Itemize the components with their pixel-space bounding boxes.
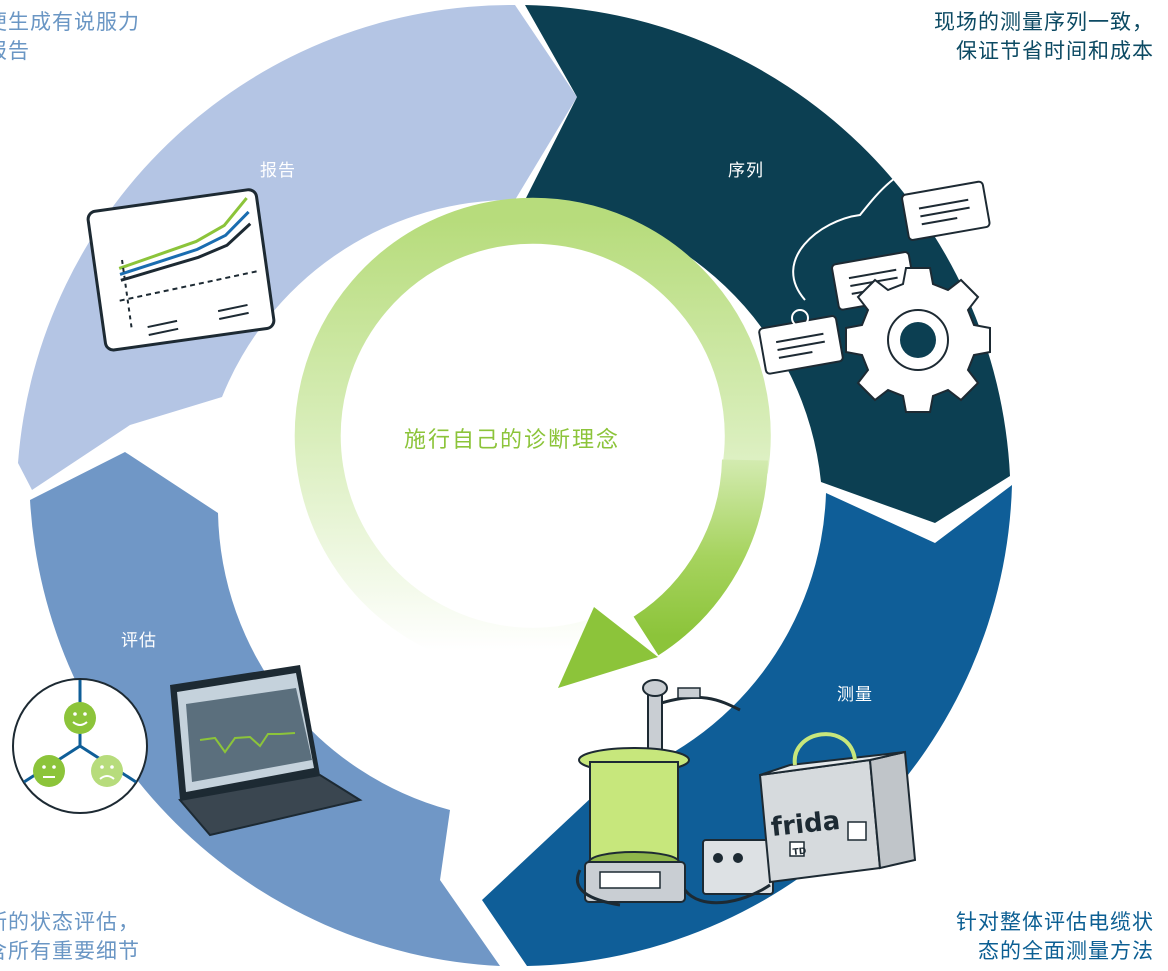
ring-segment-sequence	[525, 5, 1010, 523]
center-title: 施行自己的诊断理念	[403, 428, 621, 453]
center-cycle-arrow	[294, 197, 771, 688]
laptop-icon	[170, 665, 363, 837]
segment-label-report: 报告	[260, 161, 296, 181]
segment-label-sequence: 序列	[728, 161, 764, 181]
segment-label-measure: 测量	[837, 685, 873, 705]
caption-top-left: 便生成有说服力 报告	[0, 10, 140, 63]
segment-label-evaluate: 评估	[121, 631, 157, 651]
evaluation-smiley-icon	[12, 678, 148, 814]
caption-top-right: 现场的测量序列一致， 保证节省时间和成本	[934, 10, 1154, 63]
measurement-equipment-icon	[576, 679, 917, 907]
device-badge-label: TD	[792, 847, 807, 858]
gear-icon	[845, 267, 991, 413]
report-document-icon	[86, 188, 276, 352]
caption-bottom-right: 针对整体评估电缆状 态的全面测量方法	[956, 910, 1154, 963]
device-brand-label: frida	[770, 806, 842, 843]
ring-segment-report	[18, 4, 577, 490]
caption-bottom-left: 断的状态评估， 含所有重要细节	[0, 910, 140, 963]
